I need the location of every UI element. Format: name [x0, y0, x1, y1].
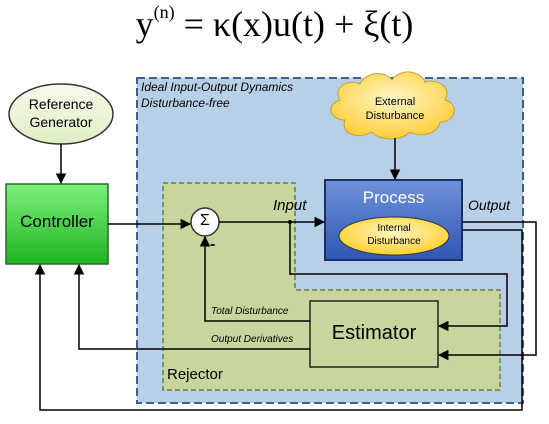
- output-signal-label: Output: [468, 197, 511, 213]
- external-disturbance-label-2: Disturbance: [365, 110, 425, 122]
- sum-minus-sign: -: [210, 236, 216, 253]
- internal-disturbance-ellipse: [338, 216, 450, 256]
- process-label: Process: [362, 188, 425, 207]
- estimator-label: Estimator: [331, 322, 417, 344]
- external-disturbance-label-1: External: [374, 96, 416, 108]
- input-tap-dot: [288, 220, 292, 224]
- output-derivatives-label: Output Derivatives: [211, 334, 294, 345]
- input-signal-label: Input: [273, 197, 307, 214]
- reference-label-1: Reference: [28, 96, 94, 112]
- controller-label: Controller: [20, 212, 94, 231]
- equation-y: y: [135, 4, 154, 44]
- equation-rhs: = κ(x)u(t) + ξ(t): [183, 4, 414, 44]
- internal-disturbance-label-1: Internal: [377, 223, 411, 234]
- sum-symbol: Σ: [200, 212, 210, 229]
- equation-superscript: (n): [153, 2, 175, 22]
- equation: y(n) = κ(x)u(t) + ξ(t): [0, 2, 549, 45]
- rejector-label: Rejector: [167, 366, 223, 383]
- signal-lines: [34, 138, 537, 411]
- ideal-region-label-1: Ideal Input-Output Dynamics: [141, 80, 294, 94]
- ideal-region-label-2: Disturbance-free: [141, 96, 230, 110]
- external-disturbance-cloud: [330, 71, 455, 140]
- reference-label-2: Generator: [29, 114, 93, 130]
- estimator-block: [309, 300, 439, 368]
- internal-disturbance-label-2: Disturbance: [367, 236, 421, 247]
- total-disturbance-label: Total Disturbance: [211, 306, 289, 317]
